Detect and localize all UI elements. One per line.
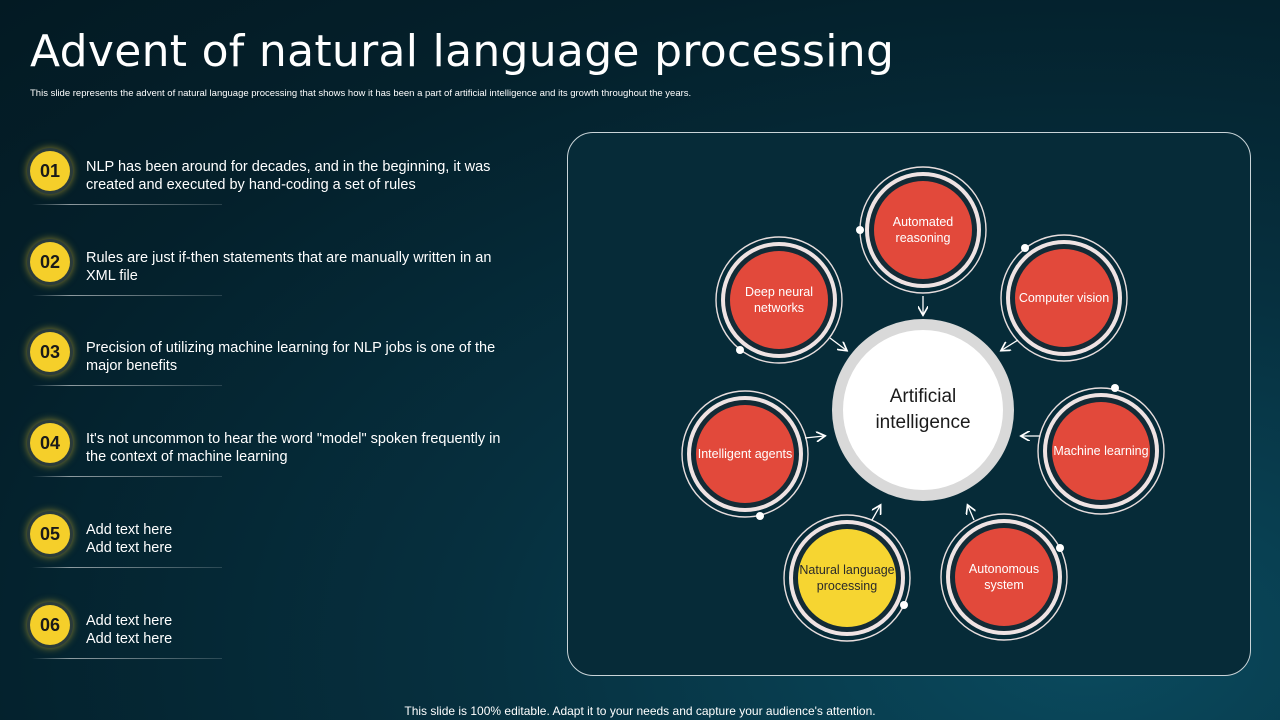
number-badge: 05	[30, 514, 70, 554]
page-title: Advent of natural language processing	[30, 26, 895, 77]
point-text: It's not uncommon to hear the word "mode…	[86, 431, 501, 465]
point-text: Add text here Add text here	[86, 522, 173, 556]
point-text: NLP has been around for decades, and in …	[86, 159, 491, 193]
center-label: Artificial intelligence	[875, 386, 971, 433]
point-text: Add text here Add text here	[86, 613, 173, 647]
divider	[32, 204, 222, 205]
divider	[32, 567, 222, 568]
node-label: Machine learning	[1053, 444, 1149, 458]
number-badge: 04	[30, 423, 70, 463]
node-label: Computer vision	[1018, 291, 1110, 305]
divider	[32, 658, 222, 659]
point-text: Rules are just if-then statements that a…	[86, 250, 492, 284]
list-item: 05 Add text here Add text here	[28, 511, 528, 571]
divider	[32, 295, 222, 296]
divider	[32, 385, 222, 386]
list-item: 02 Rules are just if-then statements tha…	[28, 239, 528, 299]
footer-note: This slide is 100% editable. Adapt it to…	[404, 704, 876, 718]
node-label: Intelligent agents	[697, 447, 793, 461]
page-subtitle: This slide represents the advent of natu…	[30, 88, 692, 99]
number-badge: 06	[30, 605, 70, 645]
number-badge: 01	[30, 151, 70, 191]
list-item: 06 Add text here Add text here	[28, 602, 528, 662]
point-text: Precision of utilizing machine learning …	[86, 340, 496, 374]
number-badge: 02	[30, 242, 70, 282]
list-item: 03 Precision of utilizing machine learni…	[28, 329, 528, 389]
divider	[32, 476, 222, 477]
node-label: Deep neural networks	[744, 285, 814, 315]
node-label: Automated reasoning	[892, 215, 954, 245]
node-label: Autonomous system	[968, 562, 1040, 592]
list-item: 04 It's not uncommon to hear the word "m…	[28, 420, 528, 480]
node-label: Natural language processing	[799, 563, 895, 593]
number-badge: 03	[30, 332, 70, 372]
list-item: 01 NLP has been around for decades, and …	[28, 148, 528, 208]
